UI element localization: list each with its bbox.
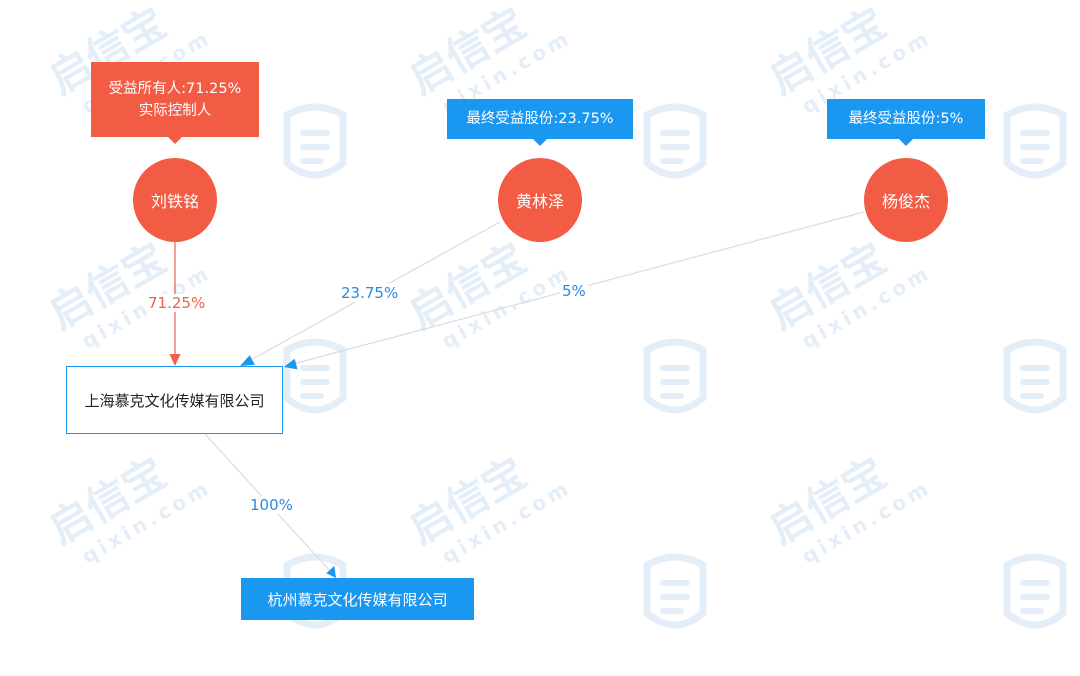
person-node-huang[interactable]: 黄林泽 xyxy=(498,158,582,242)
huang-share-tag: 最终受益股份:23.75% xyxy=(447,99,633,146)
person-name-huang: 黄林泽 xyxy=(515,192,564,211)
arrowhead-shanghai-hangzhou xyxy=(326,565,336,578)
person-name-yang: 杨俊杰 xyxy=(881,192,930,211)
arrowhead-liu-shanghai xyxy=(169,354,181,366)
company-name-shanghai: 上海慕克文化传媒有限公司 xyxy=(84,391,265,410)
arrowhead-yang-shanghai xyxy=(284,358,298,370)
tag-line-beneficial: 受益所有人:71.25% xyxy=(108,80,242,97)
edge-label-yang: 5% xyxy=(560,282,588,300)
beneficial-owner-tag: 受益所有人:71.25% 实际控制人 xyxy=(91,62,259,144)
edge-label-hangzhou: 100% xyxy=(248,496,295,514)
yang-share-tag: 最终受益股份:5% xyxy=(827,99,985,146)
person-node-yang[interactable]: 杨俊杰 xyxy=(864,158,948,242)
edge-label-huang: 23.75% xyxy=(339,284,401,302)
arrowhead-huang-shanghai xyxy=(240,355,255,366)
edge-label-liu: 71.25% xyxy=(146,294,208,312)
tag-line-huang: 最终受益股份:23.75% xyxy=(466,111,614,127)
tag-line-controller: 实际控制人 xyxy=(138,102,212,119)
person-node-liu[interactable]: 刘铁铭 xyxy=(133,158,217,242)
person-name-liu: 刘铁铭 xyxy=(150,192,199,211)
company-name-hangzhou: 杭州慕克文化传媒有限公司 xyxy=(267,590,448,609)
tag-line-yang: 最终受益股份:5% xyxy=(848,111,964,127)
company-node-shanghai[interactable]: 上海慕克文化传媒有限公司 xyxy=(66,366,283,434)
company-node-hangzhou[interactable]: 杭州慕克文化传媒有限公司 xyxy=(241,578,474,620)
